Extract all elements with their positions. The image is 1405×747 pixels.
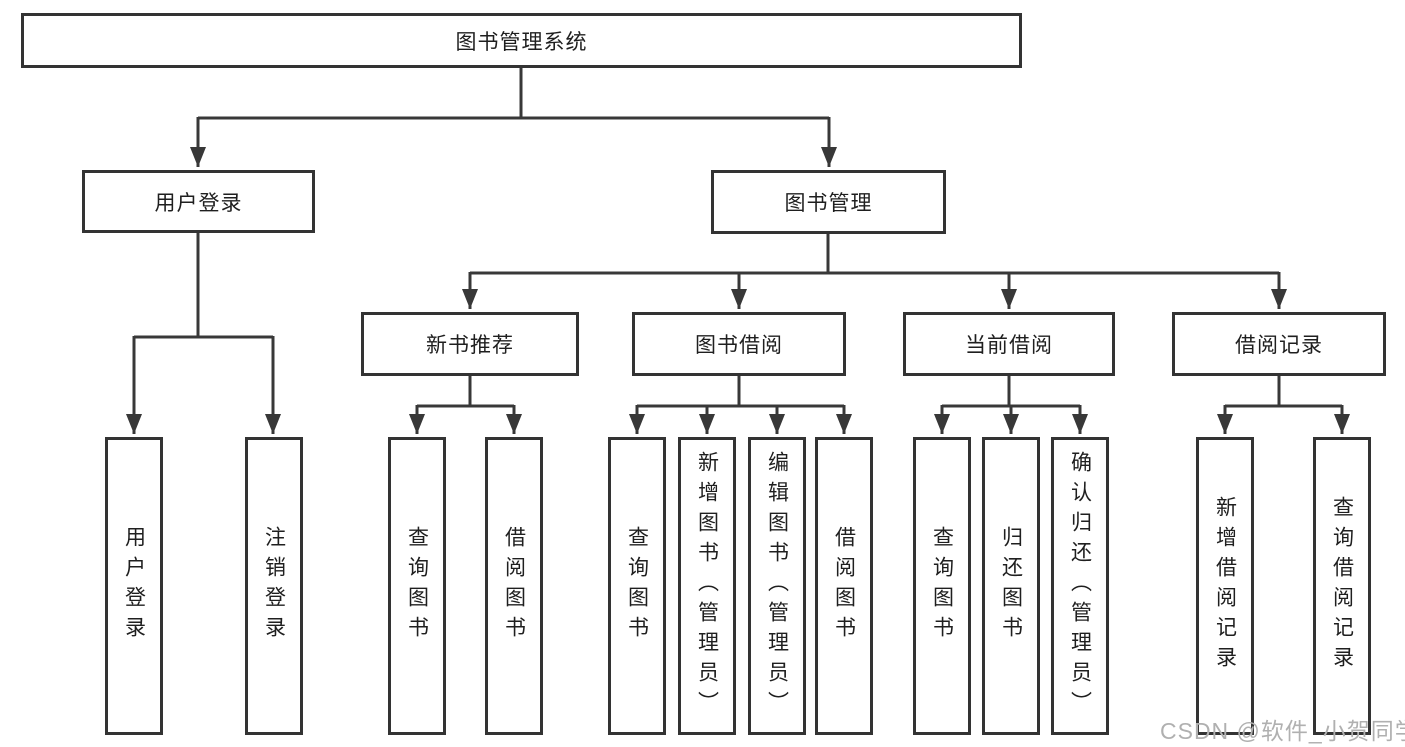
connector-user-login-children: [126, 233, 281, 434]
node-label: 用户登录: [122, 526, 146, 646]
connector-current-borrow-children: [934, 376, 1088, 434]
leaf-newbook-query-books: 查询图书: [388, 437, 446, 735]
node-label: 图书管理: [784, 192, 873, 215]
leaf-add-borrow-record: 新增借阅记录: [1196, 437, 1254, 735]
connector-book-borrow-children: [629, 376, 852, 434]
node-label: 查询借阅记录: [1330, 496, 1354, 676]
node-borrow-records: 借阅记录: [1172, 312, 1386, 376]
node-label: 图书管理系统: [455, 30, 588, 54]
leaf-borrow-borrow-books: 借阅图书: [815, 437, 873, 735]
leaf-user-login: 用户登录: [105, 437, 163, 735]
connector-book-mgmt-children: [462, 234, 1287, 309]
node-new-book-recommend: 新书推荐: [361, 312, 579, 376]
node-label: 查询图书: [930, 526, 954, 646]
leaf-query-borrow-record: 查询借阅记录: [1313, 437, 1371, 735]
connector-root-to-level1: [190, 68, 837, 167]
node-label: 当前借阅: [965, 334, 1053, 357]
leaf-borrow-add-books-admin: 新增图书（管理员）: [678, 437, 736, 735]
node-label: 归还图书: [999, 526, 1023, 646]
leaf-current-confirm-return-admin: 确认归还（管理员）: [1051, 437, 1109, 735]
node-user-login: 用户登录: [82, 170, 315, 233]
node-book-borrow: 图书借阅: [632, 312, 846, 376]
connector-borrow-records-children: [1217, 376, 1350, 434]
leaf-borrow-query-books: 查询图书: [608, 437, 666, 735]
node-label: 新书推荐: [426, 334, 514, 357]
node-label: 借阅图书: [832, 526, 856, 646]
connector-new-book-children: [409, 376, 522, 434]
node-label: 编辑图书（管理员）: [765, 451, 789, 721]
node-label: 新增图书（管理员）: [695, 451, 719, 721]
leaf-current-return-books: 归还图书: [982, 437, 1040, 735]
leaf-logout: 注销登录: [245, 437, 303, 735]
node-book-management: 图书管理: [711, 170, 946, 234]
leaf-borrow-edit-books-admin: 编辑图书（管理员）: [748, 437, 806, 735]
node-current-borrow: 当前借阅: [903, 312, 1115, 376]
node-label: 查询图书: [625, 526, 649, 646]
node-label: 确认归还（管理员）: [1068, 451, 1092, 721]
node-label: 注销登录: [262, 526, 286, 646]
node-label: 图书借阅: [695, 334, 783, 357]
node-label: 用户登录: [154, 191, 243, 215]
node-label: 新增借阅记录: [1213, 496, 1237, 676]
leaf-newbook-borrow-books: 借阅图书: [485, 437, 543, 735]
leaf-current-query-books: 查询图书: [913, 437, 971, 735]
node-label: 借阅记录: [1235, 334, 1323, 357]
node-label: 查询图书: [405, 526, 429, 646]
csdn-watermark: CSDN @软件_小贺同学: [1160, 718, 1405, 744]
node-library-management-system: 图书管理系统: [21, 13, 1022, 68]
node-label: 借阅图书: [502, 526, 526, 646]
